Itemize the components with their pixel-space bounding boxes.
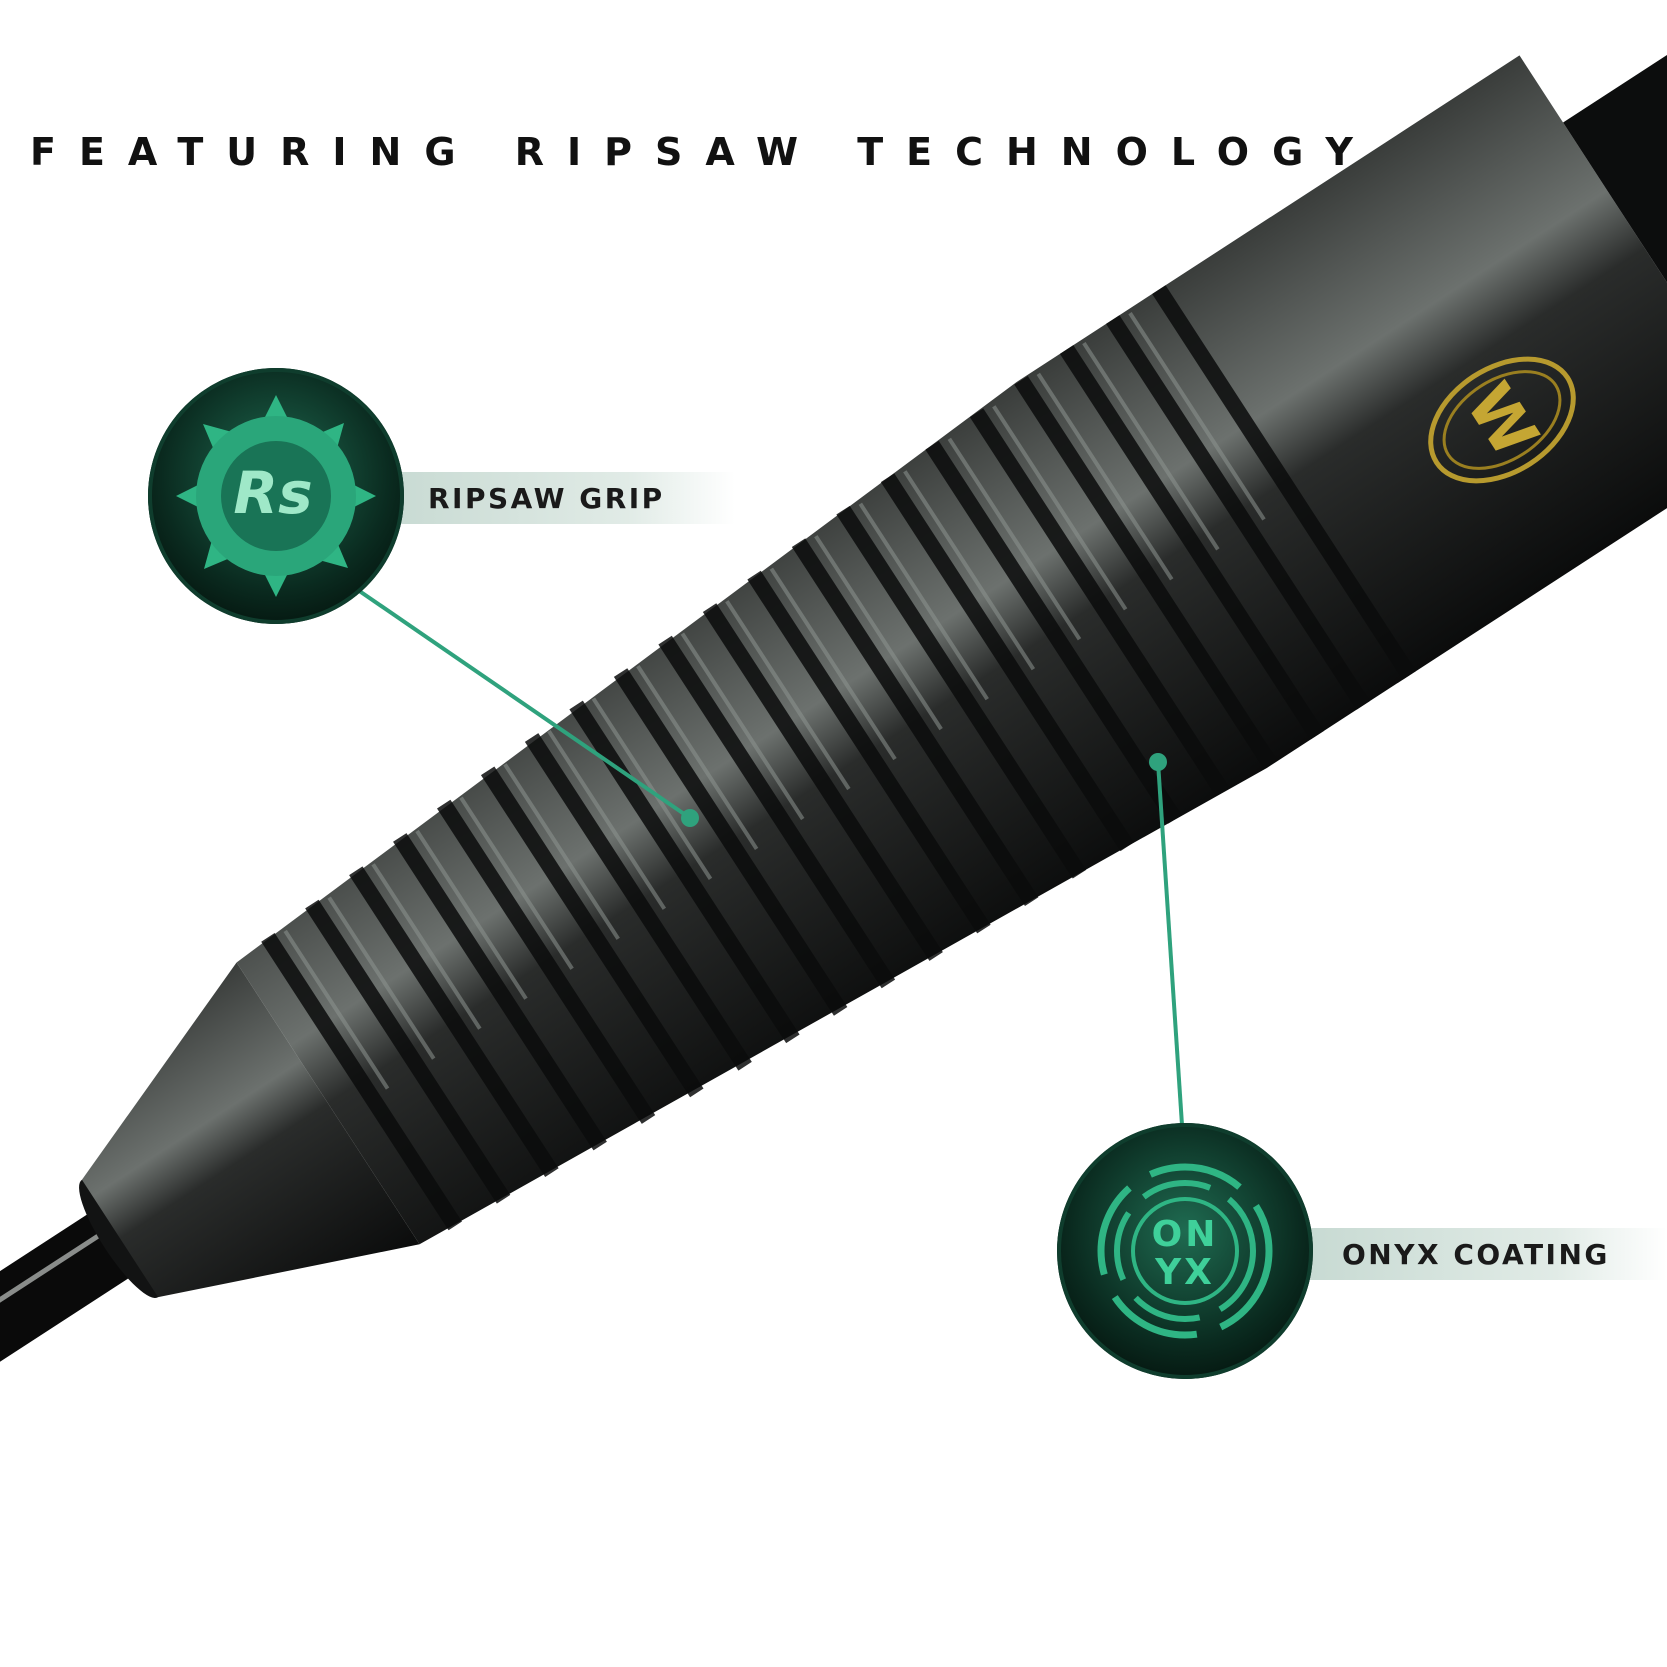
onyx-leader-line — [1156, 761, 1184, 1126]
dart — [0, 2, 1667, 1419]
dart-cone — [81, 962, 420, 1298]
ripsaw-leader-line — [353, 586, 692, 820]
dart-barrel — [236, 55, 1667, 1245]
onyx-leader-dot — [1149, 753, 1167, 771]
ripsaw-badge-text: Rs — [233, 459, 312, 527]
dart-point — [0, 1207, 140, 1419]
ripsaw-grooves — [261, 285, 1417, 1231]
ripsaw-leader-dot — [681, 809, 699, 827]
onyx-badge-text-top: ON — [1152, 1214, 1219, 1255]
ripsaw-grip-band — [380, 472, 735, 524]
onyx-coating-band — [1300, 1228, 1667, 1280]
dart-shaft — [1563, 2, 1667, 375]
ripsaw-saw-blade-icon: Rs — [148, 368, 404, 624]
onyx-rings-icon: ON YX — [1057, 1123, 1313, 1379]
onyx-badge-text-bottom: YX — [1154, 1252, 1215, 1293]
ripsaw-grip-label: RIPSAW GRIP — [428, 482, 665, 515]
page-headline: FEATURING RIPSAW TECHNOLOGY — [30, 130, 1376, 174]
onyx-coating-label: ONYX COATING — [1342, 1238, 1610, 1271]
